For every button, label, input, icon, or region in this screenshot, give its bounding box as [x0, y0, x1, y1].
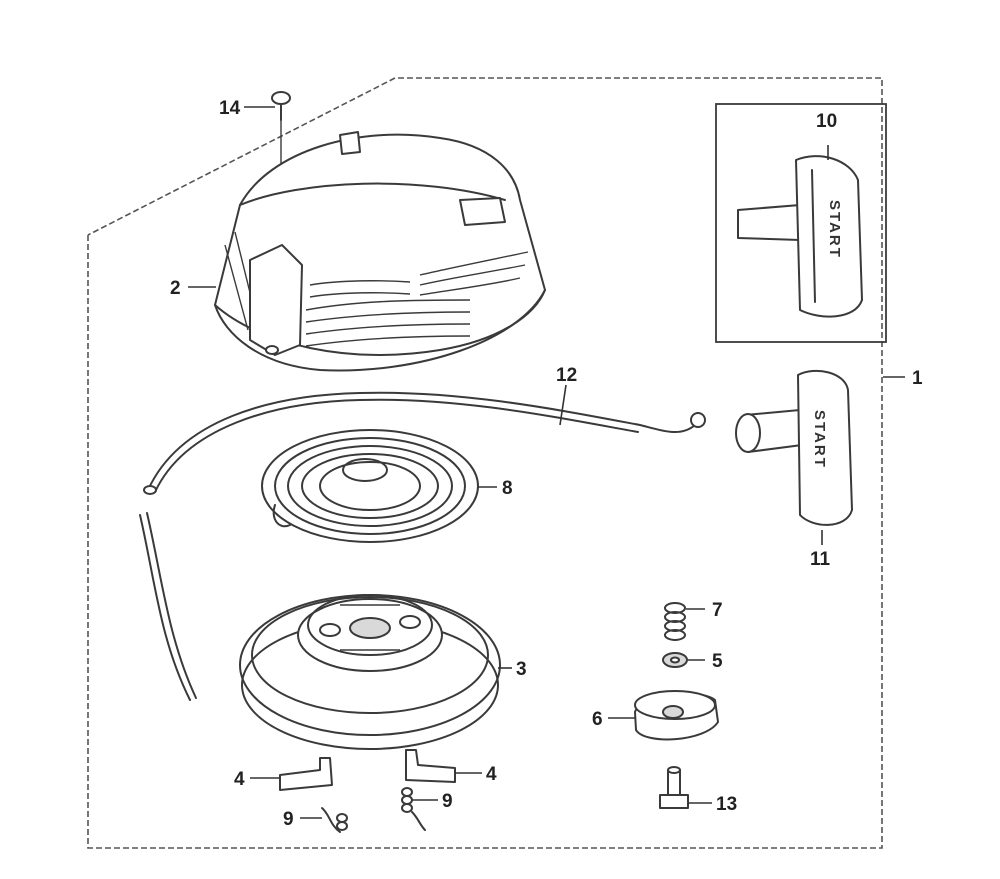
starter-cover-part-2: [214, 131, 546, 372]
label-part-14: 14: [219, 98, 241, 119]
starter-handle-part-11: START: [735, 369, 853, 526]
label-part-1: 1: [912, 368, 923, 389]
label-part-12: 12: [556, 365, 577, 386]
leader-lines: [188, 106, 905, 819]
washer-part-5: [662, 652, 688, 668]
recoil-spring-part-8: [261, 429, 479, 543]
label-part-13: 13: [716, 794, 737, 815]
label-part-5: 5: [712, 651, 723, 672]
ratchet-part-6: [634, 690, 719, 741]
label-part-6: 6: [592, 709, 603, 730]
label-part-7: 7: [712, 600, 723, 621]
label-part-11: 11: [810, 549, 831, 570]
label-part-3: 3: [516, 659, 527, 680]
handle-start-text-lower: START: [811, 410, 828, 469]
reel-part-3: [239, 594, 501, 750]
friction-spring-part-7: [664, 602, 686, 641]
center-screw-part-13: [659, 766, 689, 809]
label-part-4-right: 4: [486, 764, 497, 785]
part-labels: 14 2 12 8 3 10 11 1 7 5 6 13 4 4 9 9: [170, 98, 923, 830]
handle-start-text-upper: START: [826, 200, 843, 259]
label-part-2: 2: [170, 278, 181, 299]
label-part-4-left: 4: [234, 769, 245, 790]
label-part-9-right: 9: [442, 791, 453, 812]
ratchet-pawl-part-4-left: [279, 757, 333, 791]
label-part-10: 10: [816, 111, 837, 132]
pawl-spring-part-9-left: [321, 807, 348, 833]
ratchet-pawl-part-4-right: [405, 749, 456, 783]
handle-inset-box: [715, 103, 887, 343]
pawl-spring-part-9-right: [401, 787, 426, 831]
starter-handle-part-10: START: [737, 155, 863, 318]
assembly-boundary: [87, 77, 883, 849]
label-part-8: 8: [502, 478, 513, 499]
label-part-9-left: 9: [283, 809, 294, 830]
